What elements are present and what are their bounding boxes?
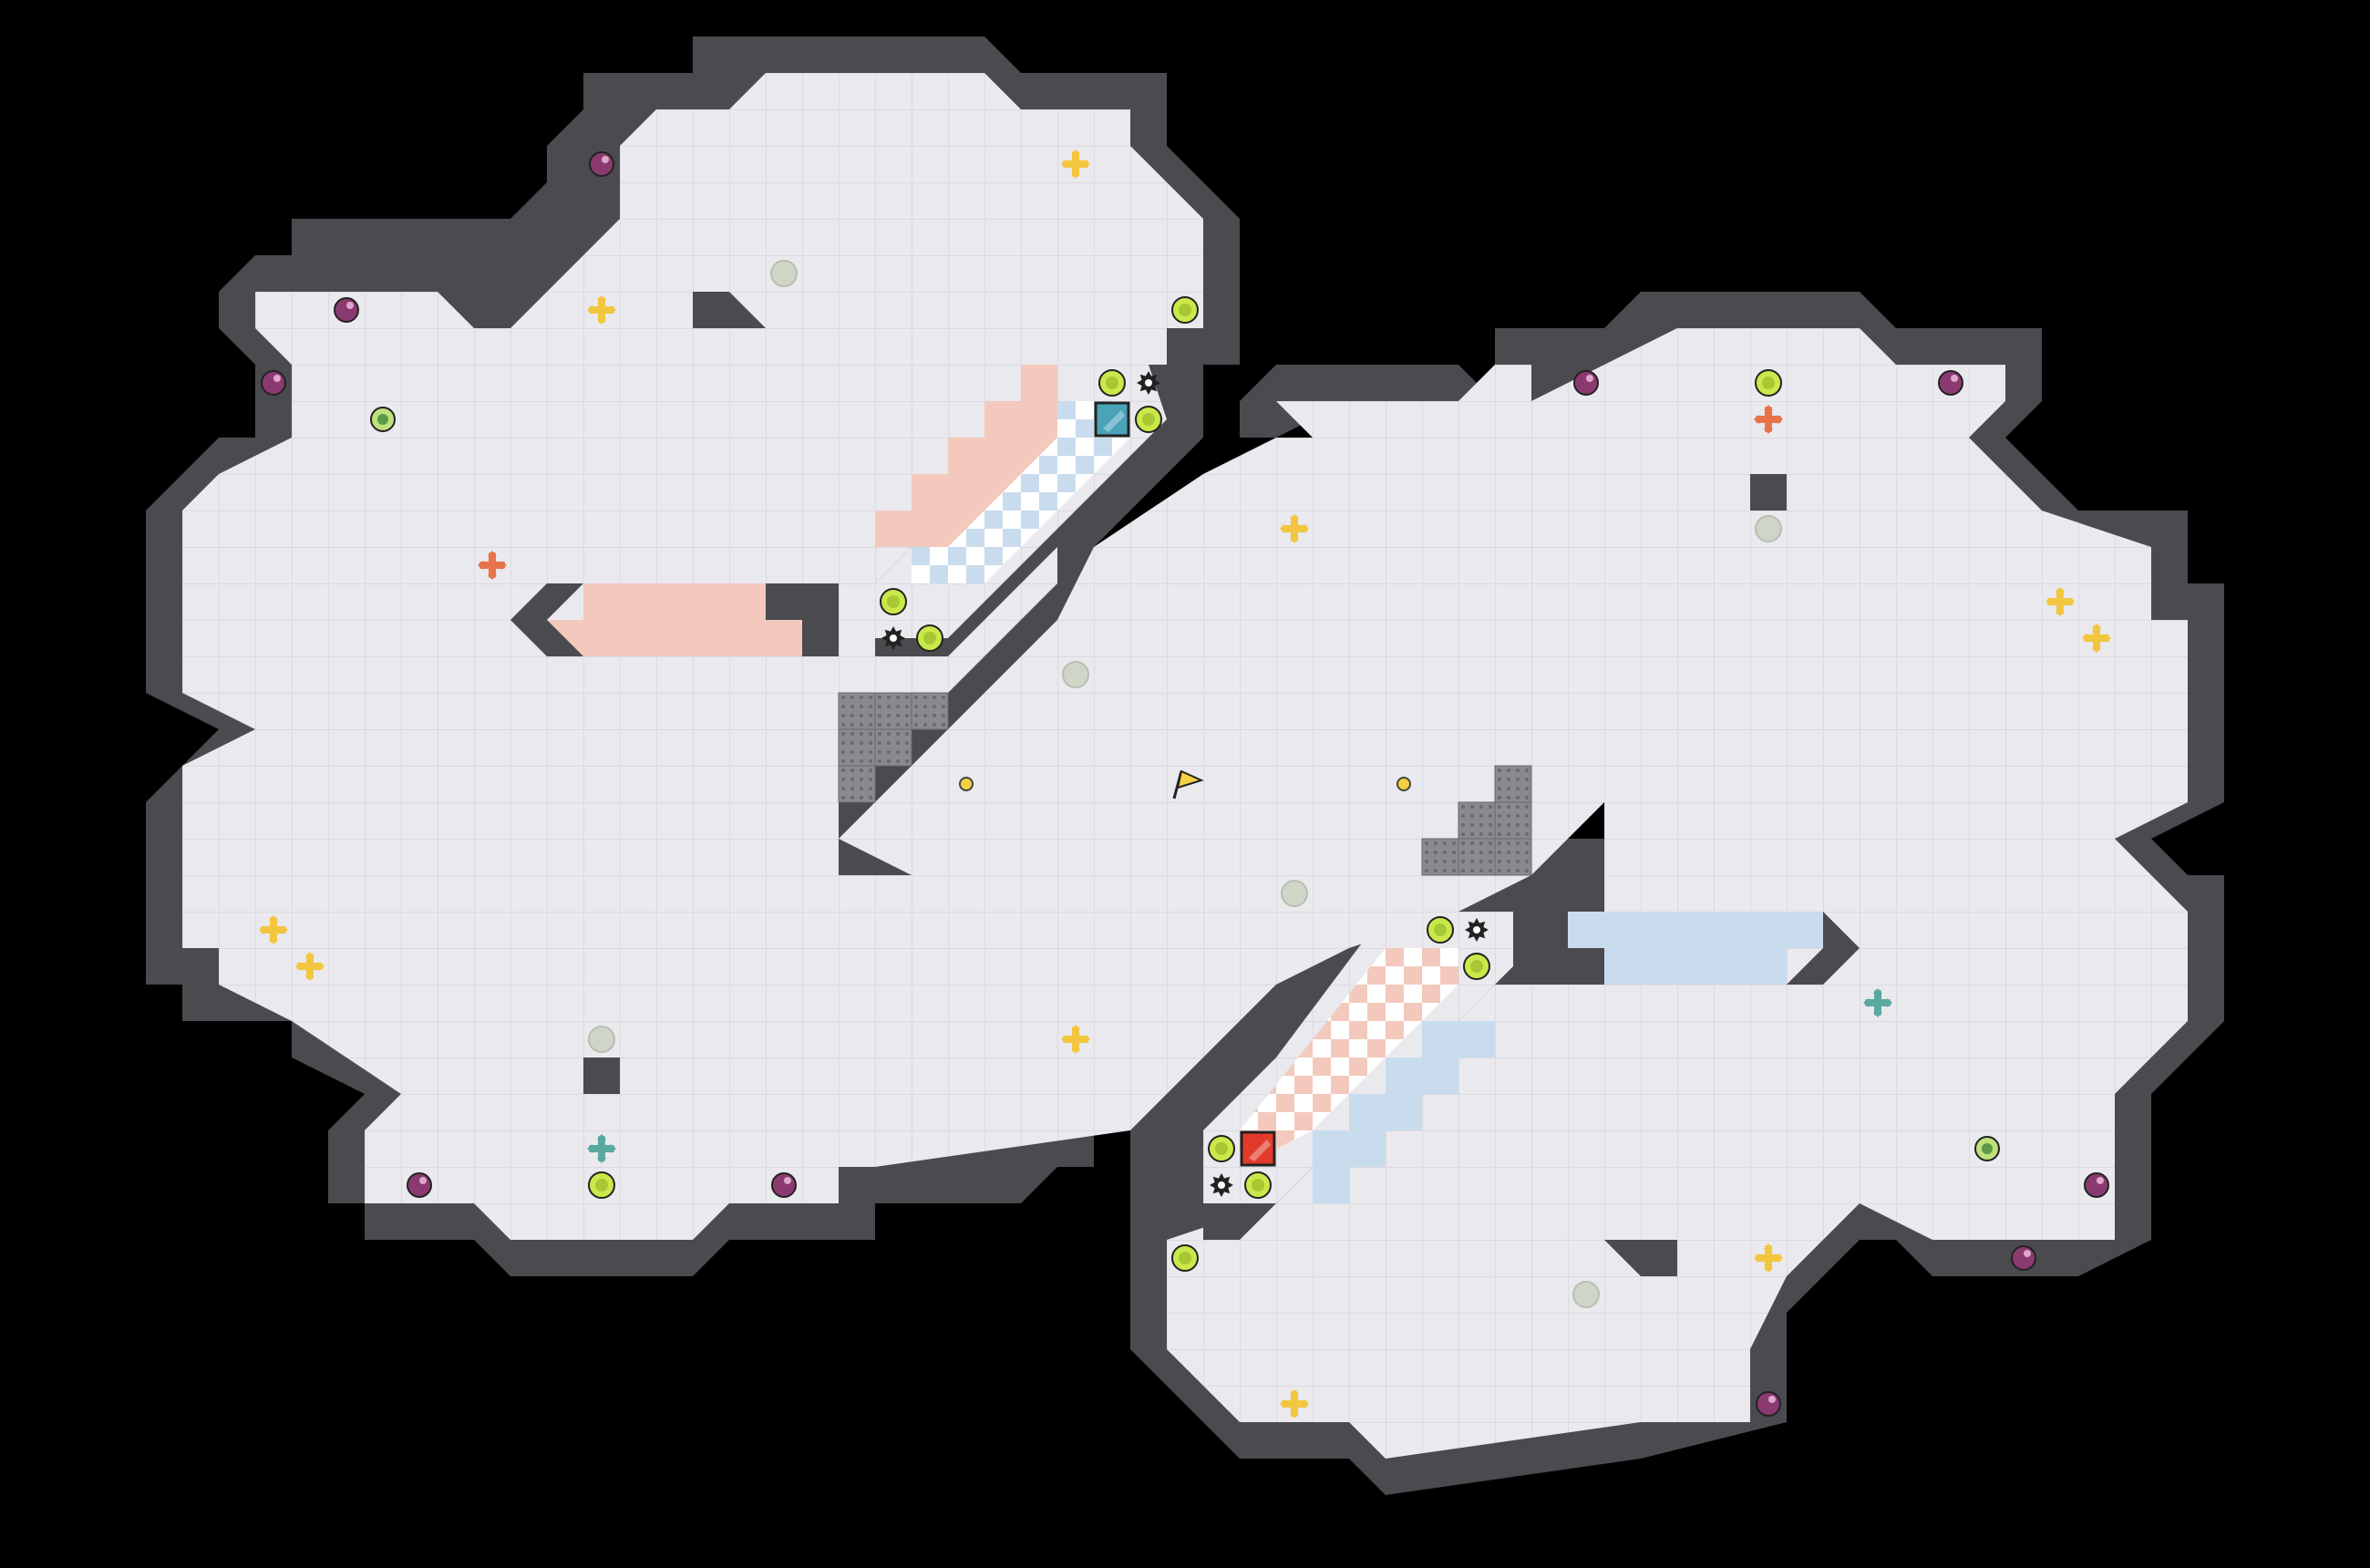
grate-tile	[838, 728, 876, 767]
button-icon	[880, 588, 907, 615]
boost-icon	[1061, 150, 1090, 179]
bomb-icon	[2084, 1172, 2109, 1198]
grate-tile	[911, 692, 949, 730]
spawn-marker-icon	[1062, 661, 1089, 688]
bomb-icon	[1756, 1391, 1781, 1417]
boost-icon	[259, 915, 288, 944]
mid-block-left	[766, 583, 839, 656]
button-icon	[1135, 406, 1162, 433]
left-wedge	[510, 583, 583, 656]
right-room	[1130, 292, 2224, 1495]
portal-icon	[959, 777, 974, 791]
button-icon	[1244, 1171, 1272, 1199]
grate-tile	[874, 692, 912, 730]
grate-tile	[1494, 838, 1532, 876]
grate-cluster-right	[1421, 765, 1532, 876]
boost-icon	[1280, 1389, 1309, 1418]
bottom-checker-strip	[1240, 948, 1458, 1167]
boost-icon	[587, 295, 616, 325]
boost-icon	[478, 551, 507, 580]
right-room-floor	[1167, 328, 2188, 1459]
grate-tile	[1421, 838, 1459, 876]
button-icon	[588, 1171, 615, 1199]
wall-block	[583, 1057, 620, 1094]
top-red-steps	[875, 365, 1057, 547]
boost-icon	[295, 952, 325, 981]
button-icon	[1755, 369, 1782, 397]
grate-tile	[838, 765, 876, 803]
bomb-icon	[1573, 370, 1599, 396]
red-flag-icon	[1240, 1130, 1276, 1167]
spike-icon	[881, 626, 905, 650]
center-floor	[839, 438, 1823, 1167]
spawn-marker-icon	[1281, 880, 1308, 907]
top-checker-strip	[912, 401, 1130, 583]
boost-icon	[2045, 587, 2075, 616]
wall-block	[1750, 474, 1787, 511]
grate-tile	[1494, 801, 1532, 840]
grate-tile	[838, 692, 876, 730]
powerup-icon	[1974, 1136, 2000, 1161]
grate-tile	[1458, 801, 1496, 840]
bomb-icon	[334, 297, 359, 323]
boost-icon	[1061, 1025, 1090, 1054]
top-ledge	[693, 292, 766, 328]
spike-icon	[1210, 1173, 1233, 1197]
bomb-icon	[1938, 370, 1963, 396]
grate-tile	[1458, 838, 1496, 876]
spawn-marker-icon	[588, 1026, 615, 1053]
right-ledge	[1604, 1240, 1677, 1276]
grate-tile	[1494, 765, 1532, 803]
bomb-icon	[589, 151, 614, 177]
boost-icon	[1754, 405, 1783, 434]
boost-icon	[1280, 514, 1309, 543]
grate-cluster-left	[838, 692, 949, 803]
portal-icon	[1396, 777, 1411, 791]
bomb-icon	[407, 1172, 432, 1198]
blue-flag-icon	[1094, 401, 1130, 438]
button-icon	[1208, 1135, 1235, 1162]
boost-icon	[2082, 624, 2111, 653]
button-icon	[1171, 296, 1199, 324]
boost-icon	[587, 1134, 616, 1163]
mid-block-right	[1531, 912, 1604, 985]
bomb-icon	[261, 370, 286, 396]
spawn-marker-icon	[1572, 1281, 1600, 1308]
button-icon	[1171, 1244, 1199, 1272]
button-icon	[1098, 369, 1126, 397]
yellow-flag-icon	[1172, 769, 1204, 799]
button-icon	[1463, 953, 1490, 980]
bomb-icon	[2011, 1245, 2036, 1271]
button-icon	[916, 624, 943, 652]
spike-icon	[1465, 918, 1489, 942]
button-icon	[1427, 916, 1454, 944]
spawn-marker-icon	[770, 260, 798, 287]
right-wedge	[1787, 912, 1860, 985]
red-lane-left	[547, 583, 802, 656]
grate-tile	[874, 728, 912, 767]
spawn-marker-icon	[1755, 515, 1782, 542]
powerup-icon	[370, 407, 396, 432]
bottom-blue-steps	[1313, 1021, 1495, 1203]
boost-icon	[1754, 1243, 1783, 1273]
bomb-icon	[771, 1172, 797, 1198]
spike-icon	[1137, 371, 1160, 395]
blue-lane-right	[1568, 912, 1823, 985]
boost-icon	[1863, 988, 1892, 1017]
